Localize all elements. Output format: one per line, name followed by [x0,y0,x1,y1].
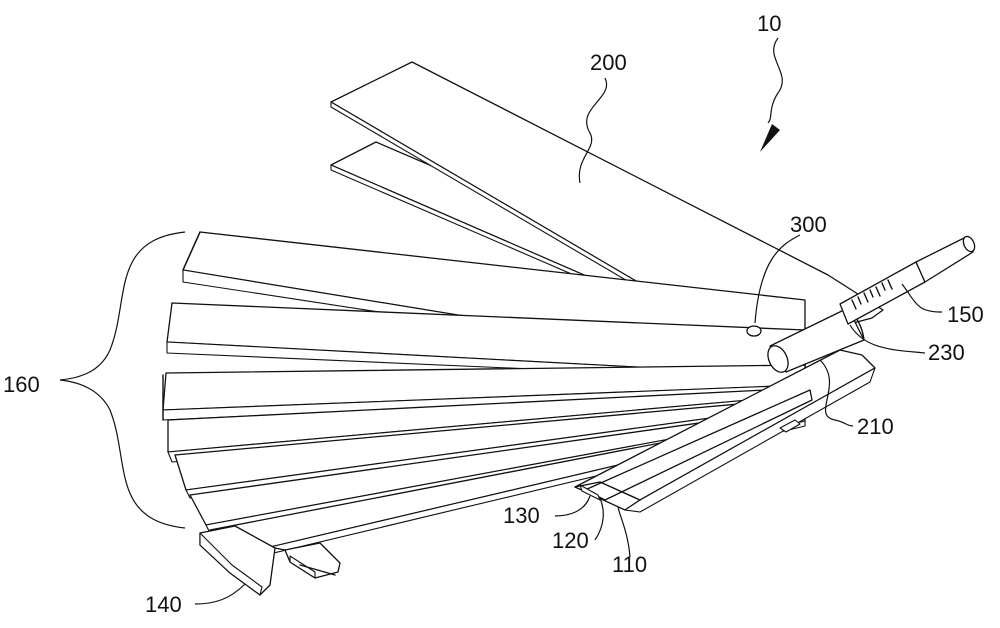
label-160: 160 [3,372,40,397]
label-230: 230 [928,340,965,365]
label-150: 150 [947,302,984,327]
leader-120 [595,498,603,540]
label-200: 200 [590,50,627,75]
label-120: 120 [552,528,589,553]
label-130: 130 [503,503,540,528]
label-300: 300 [790,212,827,237]
leader-130 [555,496,590,516]
arrow-10 [760,124,780,152]
label-10: 10 [757,11,781,36]
leader-10 [768,38,782,123]
label-140: 140 [145,592,182,617]
label-210: 210 [857,414,894,439]
pin-300 [747,326,761,336]
label-110: 110 [612,552,647,577]
leader-110 [618,507,630,557]
leader-140 [195,584,245,604]
